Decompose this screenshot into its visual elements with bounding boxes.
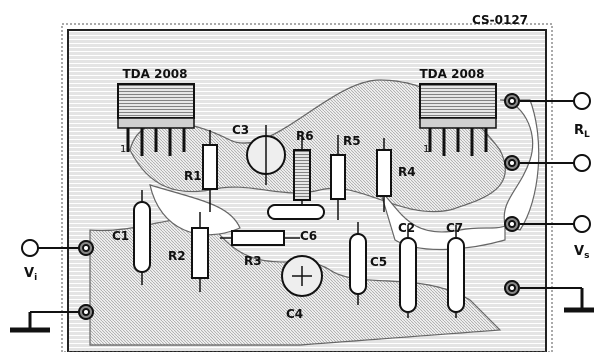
load-label-main: R [574,123,584,138]
ground-right-symbol [520,287,594,313]
c4-label: C4 [286,307,303,321]
capacitor-c4: C4 [281,255,323,321]
load-label-sub: L [584,130,590,140]
capacitor-c5: C5 [349,222,387,305]
load-label: RL [574,123,590,140]
resistor-r6: R6 [293,129,314,212]
ic-right-pin1-marker: 1 [423,144,429,155]
capacitor-c3: C3 [232,123,286,185]
capacitor-c6: C6 [267,204,325,243]
ic-left-label: TDA 2008 [122,67,187,81]
input-label-sub: i [34,273,37,283]
resistor-r5: R5 [330,134,361,220]
input-label: Vi [24,266,37,283]
c1-label: C1 [112,229,129,243]
r6-label: R6 [296,129,314,143]
ground-left-symbol [10,311,80,333]
load-terminals: RL [520,92,591,172]
left-pads [78,240,94,320]
r1-label: R1 [184,169,202,183]
r3-label: R3 [244,254,262,268]
input-terminal: Vi [21,239,80,283]
c5-label: C5 [370,255,387,269]
supply-label: Vs [574,244,589,261]
r5-label: R5 [343,134,361,148]
resistor-r4: R4 [376,138,416,212]
input-label-main: V [24,266,34,281]
r4-label: R4 [398,165,416,179]
supply-label-main: V [574,244,584,259]
c3-label: C3 [232,123,249,137]
resistor-r2: R2 [168,212,209,292]
ic-right: TDA 2008 1 [419,67,497,156]
capacitor-c7: C7 [446,221,465,318]
c7-label: C7 [446,221,463,235]
capacitor-c1: C1 [112,190,151,285]
ic-right-label: TDA 2008 [419,67,484,81]
resistor-r1: R1 [184,130,218,212]
r2-label: R2 [168,249,186,263]
c6-label: C6 [300,229,317,243]
supply-terminal: Vs [520,215,591,261]
supply-label-sub: s [584,251,589,261]
board-code: CS-0127 [472,13,528,27]
capacitor-c2: C2 [398,221,417,318]
resistor-r3: R3 [220,230,300,268]
ic-left-pin1-marker: 1 [120,144,126,155]
right-pads [504,93,520,296]
c2-label: C2 [398,221,415,235]
ic-left: TDA 2008 1 [117,67,195,156]
